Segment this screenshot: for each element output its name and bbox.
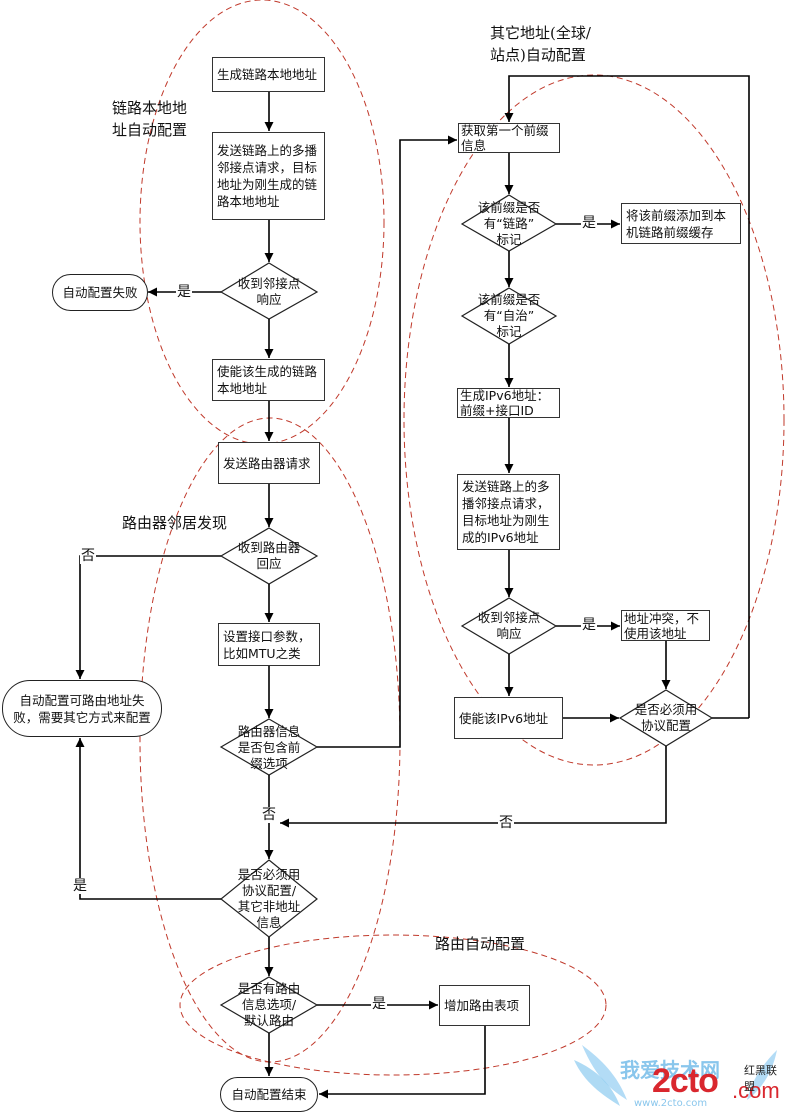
diamond-text-has-auto-flag: 该前缀是否有“自治”标记 [469,291,549,341]
diamond-line: 标记 [496,324,522,339]
diamond-line: 该前缀是否 [477,292,541,307]
edge-label-no: 否 [498,815,514,831]
watermark-url: www.2cto.com [634,1098,708,1109]
edge-label-yes: 是 [176,284,192,300]
diamond-text-recv-ra: 收到路由器回应 [229,534,309,578]
diamond-line: 收到邻接点 [477,610,541,625]
diamond-line: 信息选项/ [241,997,297,1012]
wings-icon [574,1045,777,1106]
diamond-line: 是否有路由 [237,981,301,996]
box-send-ns-ipv6: 发送链路上的多播邻接点请求，目标地址为刚生成的IPv6地址 [457,474,560,550]
diamond-line: 该前缀是否 [477,200,541,215]
box-add-route: 增加路由表项 [439,985,530,1026]
diamond-text-recv-na-2: 收到邻接点响应 [469,604,549,648]
edge [75,555,221,679]
box-enable-ipv6: 使能该IPv6地址 [454,697,563,739]
box-send-ns: 发送链路上的多播邻接点请求，目标地址为刚生成的链路本地地址 [212,132,325,220]
diamond-line: 其它非地址 [237,899,301,914]
edge [319,1026,486,1099]
edge [317,135,457,748]
watermark: 我爱技术网 2cto .com 红黑联盟 www.2cto.com [572,1040,787,1113]
diamond-line: 回应 [256,556,282,571]
region-title-link-local: 链路本地地 址自动配置 [112,97,187,141]
diamond-line: 响应 [496,626,522,641]
diamond-text-has-prefix: 路由器信息是否包含前缀选项 [229,722,309,774]
diamond-line: 路由器信息 [237,724,301,739]
diamond-line: 缀选项 [250,756,288,771]
edge-label-yes: 是 [581,617,597,633]
diamond-text-must-use-other: 是否必须用协议配置/其它非地址信息 [229,866,309,932]
region-title-line: 址自动配置 [112,121,188,139]
region-title-line: 站点)自动配置 [490,46,586,64]
diamond-line: 收到邻接点 [237,276,301,291]
diamond-line: 是否必须用 [634,702,698,717]
edge [280,746,667,828]
region-title-line: 链路本地地 [112,99,188,117]
diamond-line: 是否必须用 [237,867,301,882]
edge-label-yes: 是 [72,878,88,894]
diamond-line: 信息 [256,915,282,930]
diamond-text-has-link-flag: 该前缀是否有“链路”标记 [469,199,549,249]
region-title-router-discovery: 路由器邻居发现 [122,514,228,532]
diamond-text-recv-na-1: 收到邻接点响应 [229,270,309,314]
region-other-address-ellipse [403,74,785,766]
box-add-prefix-cache: 将该前缀添加到本机链路前缀缓存 [621,203,741,244]
box-addr-conflict: 地址冲突，不使用该地址 [621,610,710,641]
edge [75,738,221,900]
edge [504,75,750,718]
watermark-tag: 红黑联盟 [744,1064,777,1093]
terminator-routable-fail: 自动配置可路由地址失败，需要其它方式来配置 [2,680,162,737]
diamond-line: 协议配置 [640,718,691,733]
terminator-autoconf-end: 自动配置结束 [220,1077,318,1112]
edge-label-yes: 是 [581,215,597,231]
diamond-line: 响应 [256,292,282,307]
watermark-brand: 2cto [652,1062,719,1100]
box-set-params: 设置接口参数，比如MTU之类 [218,623,320,666]
terminator-autoconf-fail: 自动配置失败 [52,274,148,311]
diamond-text-must-use-protocol: 是否必须用协议配置 [626,696,706,740]
region-title-other-address: 其它地址(全球/ 站点)自动配置 [490,22,591,66]
diamond-line: 有“链路” [483,216,535,231]
box-gen-link-local: 生成链路本地地址 [212,57,325,92]
edge-label-no: 否 [261,807,277,823]
region-route-config-ellipse [179,934,607,1076]
diamond-line: 是否包含前 [237,740,301,755]
edge-label-no: 否 [80,548,96,564]
watermark-cn: 我爱技术网 [620,1058,720,1082]
diamond-line: 收到路由器 [237,540,301,555]
region-title-route-config: 路由自动配置 [435,935,526,953]
watermark-suffix: .com [732,1078,780,1103]
edge-label-yes: 是 [371,996,387,1012]
box-get-prefix: 获取第一个前缀信息 [458,123,560,153]
diamond-text-has-route-info: 是否有路由信息选项/默认路由 [229,980,309,1030]
diamond-line: 协议配置/ [241,883,297,898]
box-enable-link-local: 使能该生成的链路本地地址 [212,359,325,401]
diamond-line: 标记 [496,232,522,247]
region-title-line: 其它地址(全球/ [490,24,591,42]
diamond-line: 有“自治” [483,308,535,323]
diamond-line: 默认路由 [243,1013,294,1028]
box-gen-ipv6: 生成IPv6地址：前缀+接口ID [457,388,560,418]
box-send-rs: 发送路由器请求 [218,442,320,484]
